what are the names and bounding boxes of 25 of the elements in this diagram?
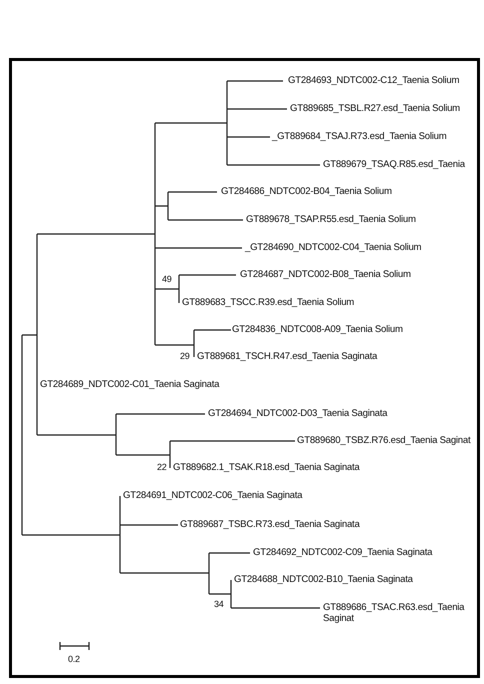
taxon-label: GT284689_NDTC002-C01_Taenia Saginata (40, 379, 220, 390)
taxon-label: GT284694_NDTC002-D03_Taenia Saginata (208, 408, 388, 419)
taxon-label: GT889683_TSCC.R39.esd_Taenia Solium (182, 297, 354, 308)
taxon-label: GT284693_NDTC002-C12_Taenia Solium (288, 75, 460, 86)
taxon-label: GT284686_NDTC002-B04_Taenia Solium (221, 186, 392, 197)
taxon-label: _GT889684_TSAJ.R73.esd_Taenia Solium (272, 131, 446, 142)
taxon-label: GT889680_TSBZ.R76.esd_Taenia Saginat (297, 435, 470, 446)
taxon-label: _GT284690_NDTC002-C04_Taenia Solium (245, 242, 422, 253)
taxon-label: GT889682.1_TSAK.R18.esd_Taenia Saginata (173, 462, 360, 473)
scale-bar-label: 0.2 (68, 654, 80, 665)
taxon-label: GT889678_TSAP.R55.esd_Taenia Solium (246, 214, 416, 225)
taxon-label: GT889681_TSCH.R47.esd_Taenia Saginata (197, 351, 378, 362)
taxon-label: GT284691_NDTC002-C06_Taenia Saginata (123, 490, 302, 501)
bootstrap-value: 22 (157, 462, 167, 473)
bootstrap-value: 49 (162, 274, 172, 285)
taxon-label: GT889685_TSBL.R27.esd_Taenia Solium (290, 103, 460, 114)
bootstrap-value: 34 (214, 599, 224, 610)
taxon-label: GT889687_TSBC.R73.esd_Taenia Saginata (180, 519, 360, 530)
taxon-label: GT284692_NDTC002-C09_Taenia Saginata (253, 547, 432, 558)
taxon-label: GT284687_NDTC002-B08_Taenia Solium (240, 269, 411, 280)
taxon-label: GT284836_NDTC008-A09_Taenia Solium (232, 324, 403, 335)
taxon-label: GT889686_TSAC.R63.esd_Taenia Saginat (323, 602, 466, 624)
taxon-label: GT889679_TSAQ.R85.esd_Taenia (323, 159, 465, 170)
bootstrap-value: 29 (180, 351, 190, 362)
taxon-label: GT284688_NDTC002-B10_Taenia Saginata (234, 574, 413, 585)
